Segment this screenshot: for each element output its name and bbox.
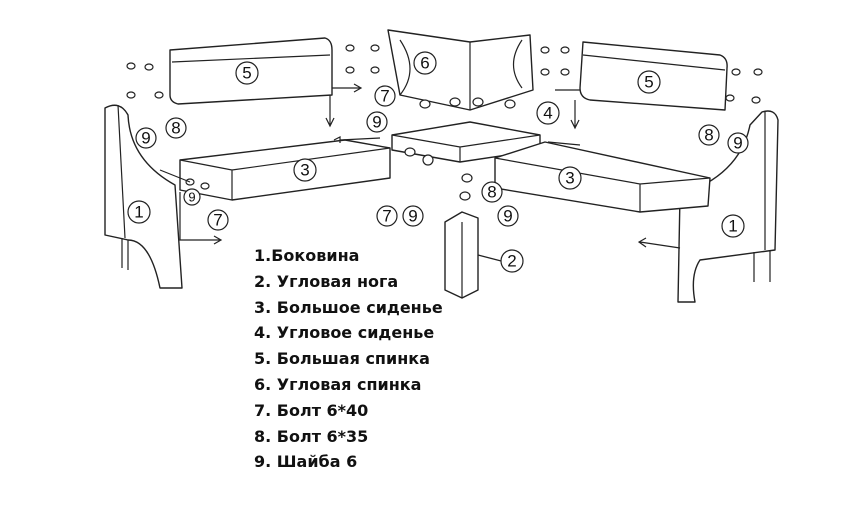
callout-1-left: 1	[127, 200, 151, 224]
svg-text:9: 9	[733, 134, 742, 153]
left-side-panel	[104, 104, 183, 289]
svg-text:3: 3	[565, 169, 574, 188]
legend-item-9: 9. Шайба 6	[254, 452, 358, 472]
svg-text:3: 3	[300, 161, 309, 180]
legend-item-6: 6. Угловая спинка	[254, 374, 422, 394]
callout-1-right: 1	[721, 214, 745, 238]
left-large-seat	[179, 139, 391, 201]
svg-text:8: 8	[487, 183, 496, 202]
hardware	[126, 44, 763, 201]
callout-3-left: 3	[293, 158, 317, 182]
legend-item-2: 2. Угловая нога	[254, 271, 399, 291]
svg-text:8: 8	[704, 126, 713, 145]
callout-5-left: 5	[235, 61, 259, 85]
svg-text:9: 9	[372, 113, 381, 132]
svg-text:9: 9	[408, 207, 417, 226]
corner-backrest	[387, 29, 534, 111]
svg-text:5: 5	[242, 64, 251, 83]
callout-6: 6	[413, 51, 437, 75]
callout-9-mid: 9	[402, 205, 424, 227]
legend-item-3: 3. Большое сиденье	[254, 297, 443, 317]
callout-8-left: 8	[165, 117, 187, 139]
corner-leg	[444, 211, 506, 299]
legend-item-5: 5. Большая спинка	[254, 349, 430, 369]
legend-item-4: 4. Угловое сиденье	[254, 323, 435, 343]
callout-7-side: 7	[207, 209, 229, 231]
svg-text:7: 7	[380, 87, 389, 106]
svg-text:6: 6	[420, 54, 429, 73]
legend-item-7: 7. Болт 6*40	[254, 400, 369, 420]
legend-item-8: 8. Болт 6*35	[254, 426, 369, 446]
legend-item-1: 1.Боковина	[254, 246, 360, 265]
svg-text:5: 5	[644, 73, 653, 92]
svg-text:8: 8	[171, 119, 180, 138]
callout-labels: 5 6 5 7 9 8 9 4 3 3 1 1 7 9 8 9 9 7 8 9 …	[127, 51, 749, 273]
svg-text:1: 1	[134, 203, 143, 222]
callout-9-right: 9	[727, 132, 749, 154]
parts-legend: 1.Боковина 2. Угловая нога 3. Большое си…	[254, 243, 443, 475]
callout-7-mid: 7	[376, 205, 398, 227]
svg-text:7: 7	[213, 211, 222, 230]
svg-text:9: 9	[188, 190, 195, 205]
callout-7-top: 7	[374, 85, 396, 107]
callout-9-side: 9	[183, 188, 201, 206]
callout-2: 2	[500, 249, 524, 273]
right-large-seat	[494, 141, 711, 213]
right-side-panel	[677, 110, 779, 303]
callout-8-leg: 8	[481, 181, 503, 203]
svg-text:9: 9	[141, 129, 150, 148]
callout-5-right: 5	[637, 70, 661, 94]
svg-text:9: 9	[503, 207, 512, 226]
callout-9-top: 9	[366, 111, 388, 133]
svg-text:1: 1	[728, 217, 737, 236]
callout-4: 4	[536, 101, 560, 125]
svg-text:4: 4	[543, 104, 552, 123]
callout-8-right: 8	[698, 124, 720, 146]
callout-3-right: 3	[558, 166, 582, 190]
svg-text:2: 2	[507, 252, 516, 271]
assembly-arrows	[159, 83, 681, 249]
callout-9-leg: 9	[497, 205, 519, 227]
svg-text:7: 7	[382, 207, 391, 226]
callout-9-left: 9	[135, 127, 157, 149]
